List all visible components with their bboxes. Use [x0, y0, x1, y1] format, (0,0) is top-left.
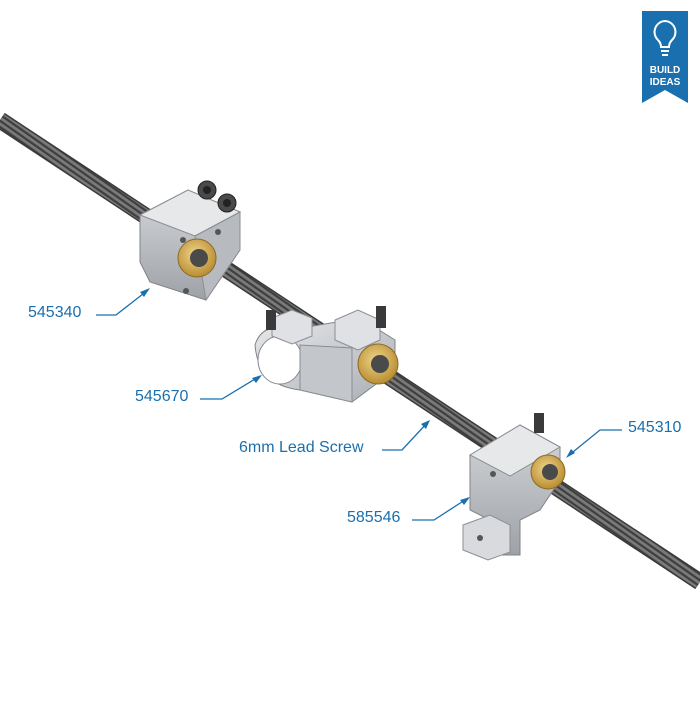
callout-545670: 545670	[135, 388, 189, 405]
build-ideas-label: BUILD IDEAS	[642, 11, 688, 103]
badge-line-2: IDEAS	[649, 77, 681, 88]
callout-lead-screw: 6mm Lead Screw	[239, 439, 364, 456]
build-ideas-badge	[642, 11, 688, 103]
callout-545310: 545310	[628, 419, 682, 436]
lightbulb-icon	[653, 19, 677, 56]
badge-line-1: BUILD	[649, 65, 681, 76]
leader-lines	[96, 288, 622, 521]
callout-545340: 545340	[28, 304, 82, 321]
part-545340	[138, 180, 242, 302]
callout-585546: 585546	[347, 509, 401, 526]
part-585546	[462, 413, 566, 561]
part-545670	[254, 306, 399, 403]
